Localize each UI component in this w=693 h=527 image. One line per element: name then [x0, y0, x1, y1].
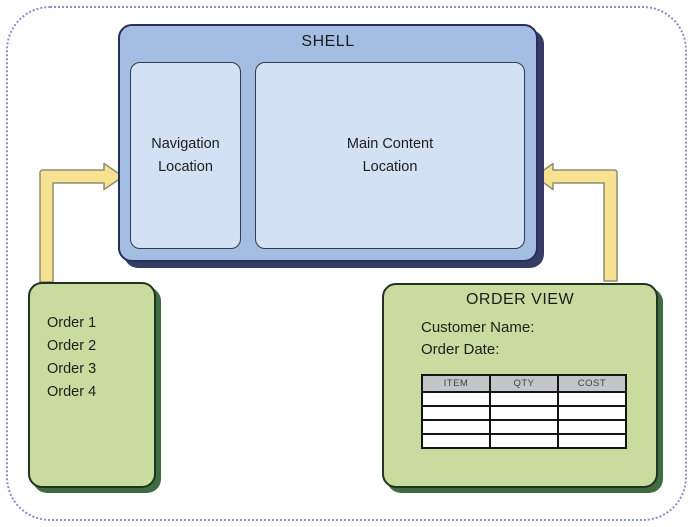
- table-cell: [489, 391, 559, 407]
- order-view-title: ORDER VIEW: [465, 291, 575, 308]
- main-content-location-label: Main Content Location: [346, 135, 434, 175]
- table-row: [421, 433, 627, 449]
- order-view-box: ORDER VIEW Customer Name: Order Date: IT…: [382, 283, 658, 488]
- dotted-border-frame: [6, 6, 687, 521]
- table-header-row: ITEM QTY COST: [421, 374, 627, 393]
- list-item: Order 4: [47, 384, 97, 400]
- column-header-item: ITEM: [421, 374, 491, 393]
- orders-list-box: Order 1 Order 2 Order 3 Order 4: [28, 282, 156, 488]
- main-content-location-panel: Main Content Location: [255, 62, 525, 249]
- table-cell: [557, 433, 627, 449]
- table-cell: [489, 405, 559, 421]
- column-header-cost: COST: [557, 374, 627, 393]
- column-header-qty: QTY: [489, 374, 559, 393]
- shell-box: SHELL Navigation Location Main Content L…: [118, 24, 538, 262]
- table-cell: [489, 419, 559, 435]
- orders-list: Order 1 Order 2 Order 3 Order 4: [47, 312, 96, 404]
- table-cell: [557, 405, 627, 421]
- table-cell: [557, 391, 627, 407]
- list-item: Order 1: [47, 315, 97, 331]
- table-cell: [421, 391, 491, 407]
- navigation-location-panel: Navigation Location: [130, 62, 241, 249]
- shell-title: SHELL: [301, 33, 355, 50]
- customer-name-label: Customer Name:: [421, 319, 535, 336]
- order-date-label: Order Date:: [421, 341, 500, 358]
- list-item: Order 2: [47, 338, 97, 354]
- table-cell: [489, 433, 559, 449]
- table-cell: [421, 433, 491, 449]
- table-cell: [421, 419, 491, 435]
- list-item: Order 3: [47, 361, 97, 377]
- order-items-table: ITEM QTY COST: [421, 374, 627, 449]
- table-row: [421, 391, 627, 407]
- navigation-location-label: Navigation Location: [151, 135, 220, 175]
- order-view-labels: Customer Name: Order Date:: [421, 317, 534, 361]
- table-row: [421, 405, 627, 421]
- table-cell: [557, 419, 627, 435]
- table-row: [421, 419, 627, 435]
- table-cell: [421, 405, 491, 421]
